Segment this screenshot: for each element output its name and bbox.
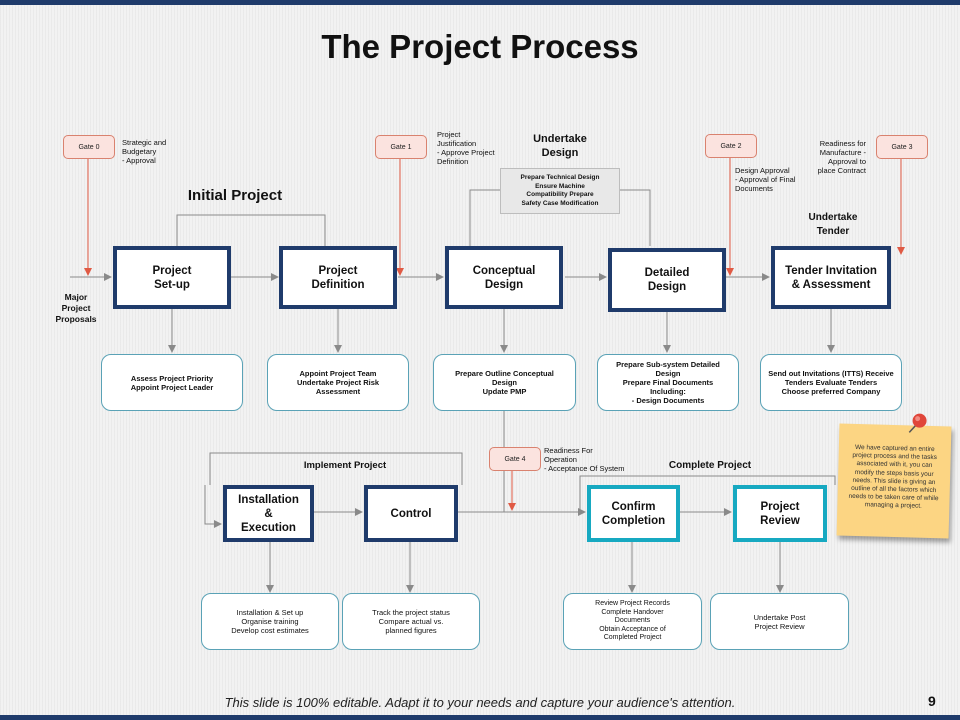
gate-1-note: Project Justification - Approve Project … [437, 130, 495, 166]
gate-4-note: Readiness For Operation - Acceptance Of … [544, 446, 625, 473]
desc-project-definition: Appoint Project Team Undertake Project R… [267, 354, 409, 411]
desc-project-setup: Assess Project Priority Appoint Project … [101, 354, 243, 411]
undertake-tender-heading: Undertake Tender [808, 212, 858, 237]
gate-0-badge: Gate 0 [63, 135, 115, 159]
desc-control: Track the project status Compare actual … [342, 593, 480, 650]
desc-detailed-design: Prepare Sub-system Detailed Design Prepa… [597, 354, 739, 411]
sticky-note-text: We have captured an entire project proce… [848, 443, 939, 511]
process-tender-invitation: Tender Invitation & Assessment [771, 246, 891, 309]
gate-0-note: Strategic and Budgetary - Approval [122, 138, 167, 165]
process-conceptual-design: Conceptual Design [445, 246, 563, 309]
implement-project-heading: Implement Project [303, 460, 387, 471]
sticky-note: We have captured an entire project proce… [836, 413, 952, 539]
major-proposals-label: Major Project Proposals [55, 292, 97, 324]
desc-installation-execution: Installation & Set up Organise training … [201, 593, 339, 650]
gate-3-note: Readiness for Manufacture - Approval to … [817, 139, 866, 175]
gate-4-badge: Gate 4 [489, 447, 541, 471]
page-title: The Project Process [321, 28, 639, 65]
desc-confirm-completion: Review Project Records Complete Handover… [563, 593, 702, 650]
process-project-setup: Project Set-up [113, 246, 231, 309]
undertake-design-heading: Undertake Design [533, 133, 587, 159]
page-number: 9 [928, 693, 936, 709]
process-project-definition: Project Definition [279, 246, 397, 309]
technical-design-box: Prepare Technical Design Ensure Machine … [500, 168, 620, 214]
desc-project-review: Undertake Post Project Review [710, 593, 849, 650]
process-installation-execution: Installation & Execution [223, 485, 314, 542]
desc-tender-invitation: Send out Invitations (ITTS) Receive Tend… [760, 354, 902, 411]
process-detailed-design: Detailed Design [608, 248, 726, 312]
process-confirm-completion: Confirm Completion [587, 485, 680, 542]
process-control: Control [364, 485, 458, 542]
desc-conceptual-design: Prepare Outline Conceptual Design Update… [433, 354, 576, 411]
process-project-review: Project Review [733, 485, 827, 542]
pushpin-icon [908, 413, 927, 433]
complete-project-heading: Complete Project [668, 460, 752, 471]
initial-project-heading: Initial Project [187, 187, 283, 204]
footer-caption: This slide is 100% editable. Adapt it to… [224, 695, 736, 710]
gate-2-badge: Gate 2 [705, 134, 757, 158]
gate-2-note: Design Approval - Approval of Final Docu… [735, 166, 796, 193]
bottom-accent-bar [0, 715, 960, 720]
gate-3-badge: Gate 3 [876, 135, 928, 159]
gate-1-badge: Gate 1 [375, 135, 427, 159]
top-accent-bar [0, 0, 960, 5]
